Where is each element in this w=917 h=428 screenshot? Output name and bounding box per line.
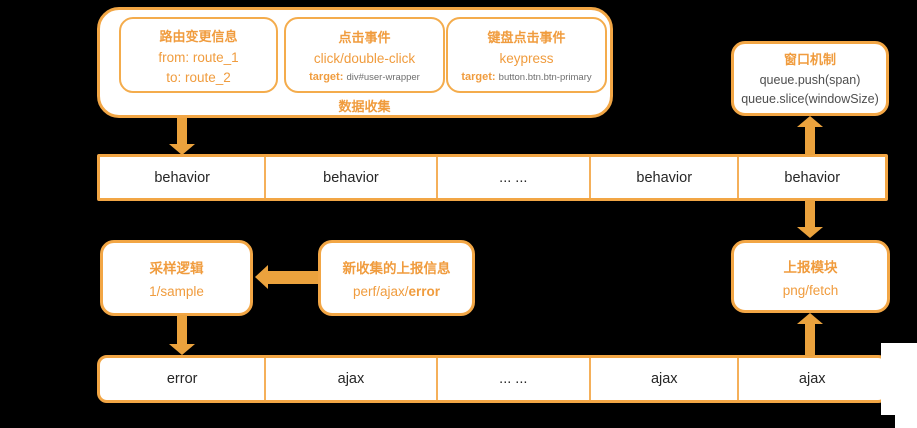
report-cell: ajax <box>737 358 885 400</box>
behavior-cells: behavior behavior ... ... behavior behav… <box>100 157 885 198</box>
arrow-shaft <box>267 271 318 284</box>
report-module-box: 上报模块 png/fetch <box>731 240 890 313</box>
report-cell: error <box>166 371 198 387</box>
click-event-title: 点击事件 <box>338 30 391 45</box>
arrow-down-icon <box>169 344 195 355</box>
arrow-shaft <box>805 200 815 228</box>
arrow-left-icon <box>255 265 268 289</box>
behavior-cell-ellipsis: ... ... <box>435 157 589 198</box>
data-collection-group: 路由变更信息 from: route_1 to: route_2 点击事件 cl… <box>97 7 613 118</box>
route-change-title: 路由变更信息 <box>159 28 238 44</box>
report-types-error: error <box>408 284 441 299</box>
route-from-line: from: route_1 <box>158 49 239 65</box>
behavior-cell: behavior <box>154 169 210 186</box>
sampling-logic-box: 采样逻辑 1/sample <box>100 240 253 316</box>
behavior-cell: behavior <box>264 157 435 198</box>
window-mechanism-box: 窗口机制 queue.push(span) queue.slice(window… <box>731 41 889 116</box>
arrow-shaft <box>177 118 187 145</box>
queue-slice-line: queue.slice(windowSize) <box>741 92 879 106</box>
target-value: button.btn.btn-primary <box>498 72 592 83</box>
arrow-shaft <box>177 315 187 345</box>
target-label: target: <box>309 71 344 83</box>
data-collection-label: 数据收集 <box>338 99 391 114</box>
behavior-cell: behavior <box>737 157 885 198</box>
click-event-box: 点击事件 click/double-click target: div#user… <box>284 17 445 93</box>
keypress-event-box: 键盘点击事件 keypress target: button.btn.btn-p… <box>446 17 607 93</box>
keypress-target-line: target: button.btn.btn-primary <box>461 71 591 83</box>
arrow-up-icon <box>797 116 823 127</box>
click-types-line: click/double-click <box>313 51 416 66</box>
report-cell-ellipsis: ... ... <box>435 358 589 400</box>
report-cell: ajax <box>589 358 737 400</box>
arrow-shaft <box>805 126 815 155</box>
report-queue-bar: error ajax ... ... ajax ajax <box>97 355 888 403</box>
route-change-box: 路由变更信息 from: route_1 to: route_2 <box>119 17 278 93</box>
route-to-line: to: route_2 <box>166 69 231 85</box>
report-methods-line: png/fetch <box>782 282 839 298</box>
arrow-down-icon <box>169 144 195 155</box>
report-cells: error ajax ... ... ajax ajax <box>100 358 885 400</box>
white-corner-artifact <box>895 414 917 428</box>
arrow-down-icon <box>797 227 823 238</box>
white-edge-artifact <box>881 343 917 415</box>
keypress-line: keypress <box>499 51 554 66</box>
target-value: div#user-wrapper <box>346 72 420 83</box>
target-label: target: <box>461 71 496 83</box>
window-mechanism-title: 窗口机制 <box>783 52 836 68</box>
sampling-rate-line: 1/sample <box>149 284 204 299</box>
queue-push-line: queue.push(span) <box>759 73 861 88</box>
report-module-title: 上报模块 <box>783 259 838 275</box>
new-report-info-box: 新收集的上报信息 perf/ajax/error <box>318 240 475 316</box>
sampling-logic-title: 采样逻辑 <box>149 261 204 276</box>
behavior-queue-bar: behavior behavior ... ... behavior behav… <box>97 154 888 201</box>
arrow-up-icon <box>797 313 823 324</box>
report-types-prefix: perf/ajax/ <box>352 284 409 299</box>
report-types-line: perf/ajax/error <box>353 284 440 299</box>
behavior-cell: behavior <box>589 157 737 198</box>
click-target-line: target: div#user-wrapper <box>309 71 420 83</box>
report-cell: ajax <box>264 358 435 400</box>
arrow-shaft <box>805 323 815 356</box>
new-report-info-title: 新收集的上报信息 <box>342 261 451 276</box>
keypress-event-title: 键盘点击事件 <box>487 30 566 45</box>
